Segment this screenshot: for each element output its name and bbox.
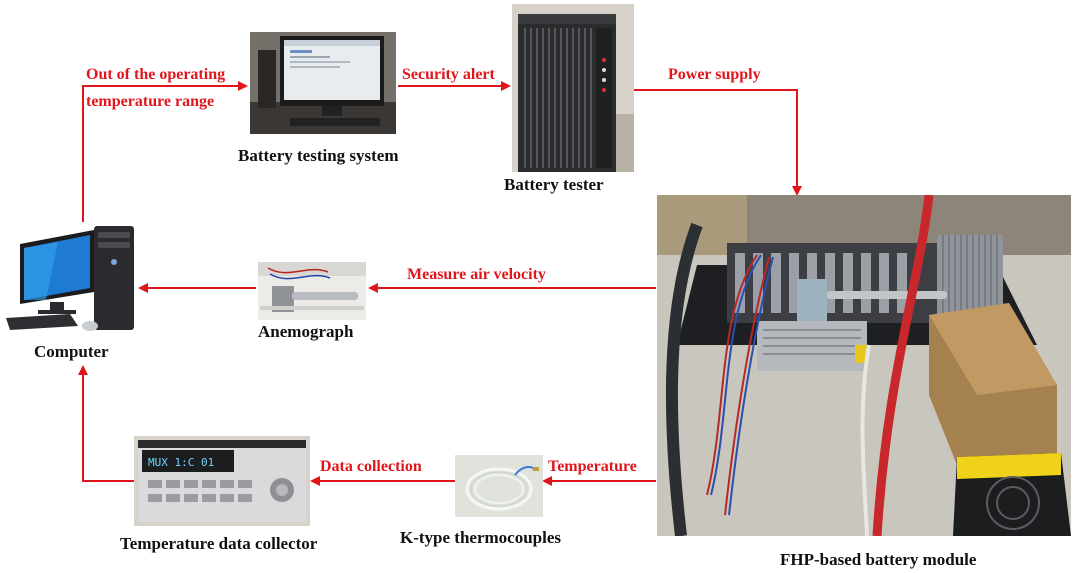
caption-battery-testing-system: Battery testing system xyxy=(238,146,399,165)
arrow-collector-to-computer xyxy=(78,365,134,482)
label-out-of-range-line1: Out of the operating xyxy=(86,66,226,83)
anemograph-photo xyxy=(258,262,366,320)
caption-fhp-battery-module: FHP-based battery module xyxy=(780,550,977,569)
fhp-battery-module-photo xyxy=(657,195,1071,536)
k-type-thermocouples-photo xyxy=(455,455,543,517)
collector-display-text: MUX 1:C 01 xyxy=(148,456,214,469)
label-measure-air-velocity: Measure air velocity xyxy=(407,266,546,283)
label-data-collection: Data collection xyxy=(320,458,422,475)
caption-battery-tester: Battery tester xyxy=(504,175,604,194)
label-security-alert: Security alert xyxy=(402,66,495,83)
caption-temperature-data-collector: Temperature data collector xyxy=(120,534,318,553)
caption-k-type-thermocouples: K-type thermocouples xyxy=(400,528,562,547)
label-power-supply: Power supply xyxy=(668,66,761,83)
label-temperature: Temperature xyxy=(548,458,637,475)
caption-anemograph: Anemograph xyxy=(258,322,354,341)
caption-computer: Computer xyxy=(34,342,109,361)
computer-illustration xyxy=(6,222,138,336)
battery-tester-photo xyxy=(512,4,634,172)
arrow-tester-to-module xyxy=(634,89,802,196)
battery-testing-system-photo xyxy=(250,32,396,134)
temperature-data-collector-photo: MUX 1:C 01 xyxy=(134,436,310,526)
arrow-computer-to-testing-system xyxy=(82,81,248,222)
label-out-of-range-line2: temperature range xyxy=(86,93,215,110)
